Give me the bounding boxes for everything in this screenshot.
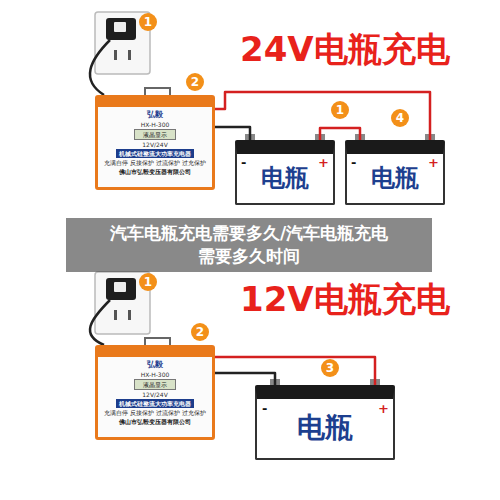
terminal-sign: + <box>428 156 439 169</box>
terminal-sign: - <box>351 156 356 169</box>
power-cord <box>90 40 110 95</box>
callout-number: 3 <box>321 359 339 377</box>
maker-name: 佛山市弘毅变压器有限公司 <box>119 418 191 425</box>
feature-list: 充满自停 反接保护 过流保护 过充保护 <box>104 159 206 166</box>
plug <box>106 278 136 300</box>
model-number: HX-H-300 <box>141 121 170 128</box>
charger-handle <box>145 338 170 345</box>
voltage-mark: 12V/24V <box>142 141 168 148</box>
charger-handle <box>145 88 170 95</box>
callout-number: 1 <box>139 13 157 31</box>
callout-number: 1 <box>331 101 349 119</box>
socket-hole <box>128 50 131 60</box>
product-name: 机械式硅整流大功率充电器 <box>116 399 194 408</box>
maker-name: 佛山市弘毅变压器有限公司 <box>119 168 191 175</box>
callout-number: 1 <box>139 273 157 291</box>
brand-logo: 弘毅 <box>147 360 163 370</box>
callout-number: 2 <box>186 73 204 91</box>
heading-24v: 24V电瓶充电 <box>240 30 450 69</box>
battery-label: 电瓶 <box>371 165 419 191</box>
charger-box: 弘毅HX-H-300液晶显示12V/24V机械式硅整流大功率充电器充满自停 反接… <box>95 95 215 190</box>
banner-title: 汽车电瓶充电需要多久/汽车电瓶充电需要多久时间 <box>109 222 389 268</box>
product-name: 机械式硅整流大功率充电器 <box>116 149 194 158</box>
lcd-display: 液晶显示 <box>134 379 176 390</box>
model-number: HX-H-300 <box>141 371 170 378</box>
cable <box>215 92 430 140</box>
heading-12v: 12V电瓶充电 <box>240 280 450 319</box>
terminal-sign: + <box>378 402 389 415</box>
socket-hole <box>114 310 117 320</box>
plug-switch <box>114 282 126 292</box>
battery-label: 电瓶 <box>261 165 309 191</box>
battery-box: 电瓶 <box>345 140 445 205</box>
callout-number: 2 <box>191 323 209 341</box>
feature-list: 充满自停 反接保护 过流保护 过充保护 <box>104 409 206 416</box>
brand-logo: 弘毅 <box>147 110 163 120</box>
lcd-display: 液晶显示 <box>134 129 176 140</box>
charger-box: 弘毅HX-H-300液晶显示12V/24V机械式硅整流大功率充电器充满自停 反接… <box>95 345 215 440</box>
terminal-sign: - <box>241 156 246 169</box>
callout-number: 4 <box>391 109 409 127</box>
banner: 汽车电瓶充电需要多久/汽车电瓶充电需要多久时间 <box>66 218 432 272</box>
plug <box>106 18 136 40</box>
cable <box>215 357 375 385</box>
battery-box: 电瓶 <box>255 385 395 460</box>
battery-box: 电瓶 <box>235 140 335 205</box>
terminal-sign: + <box>318 156 329 169</box>
socket-hole <box>128 310 131 320</box>
battery-label: 电瓶 <box>297 413 353 444</box>
terminal-sign: - <box>262 402 267 415</box>
voltage-mark: 12V/24V <box>142 391 168 398</box>
socket-hole <box>114 50 117 60</box>
cable <box>215 373 275 385</box>
cable <box>320 128 360 140</box>
power-cord <box>90 300 110 345</box>
cable <box>215 127 250 140</box>
plug-switch <box>114 22 126 32</box>
